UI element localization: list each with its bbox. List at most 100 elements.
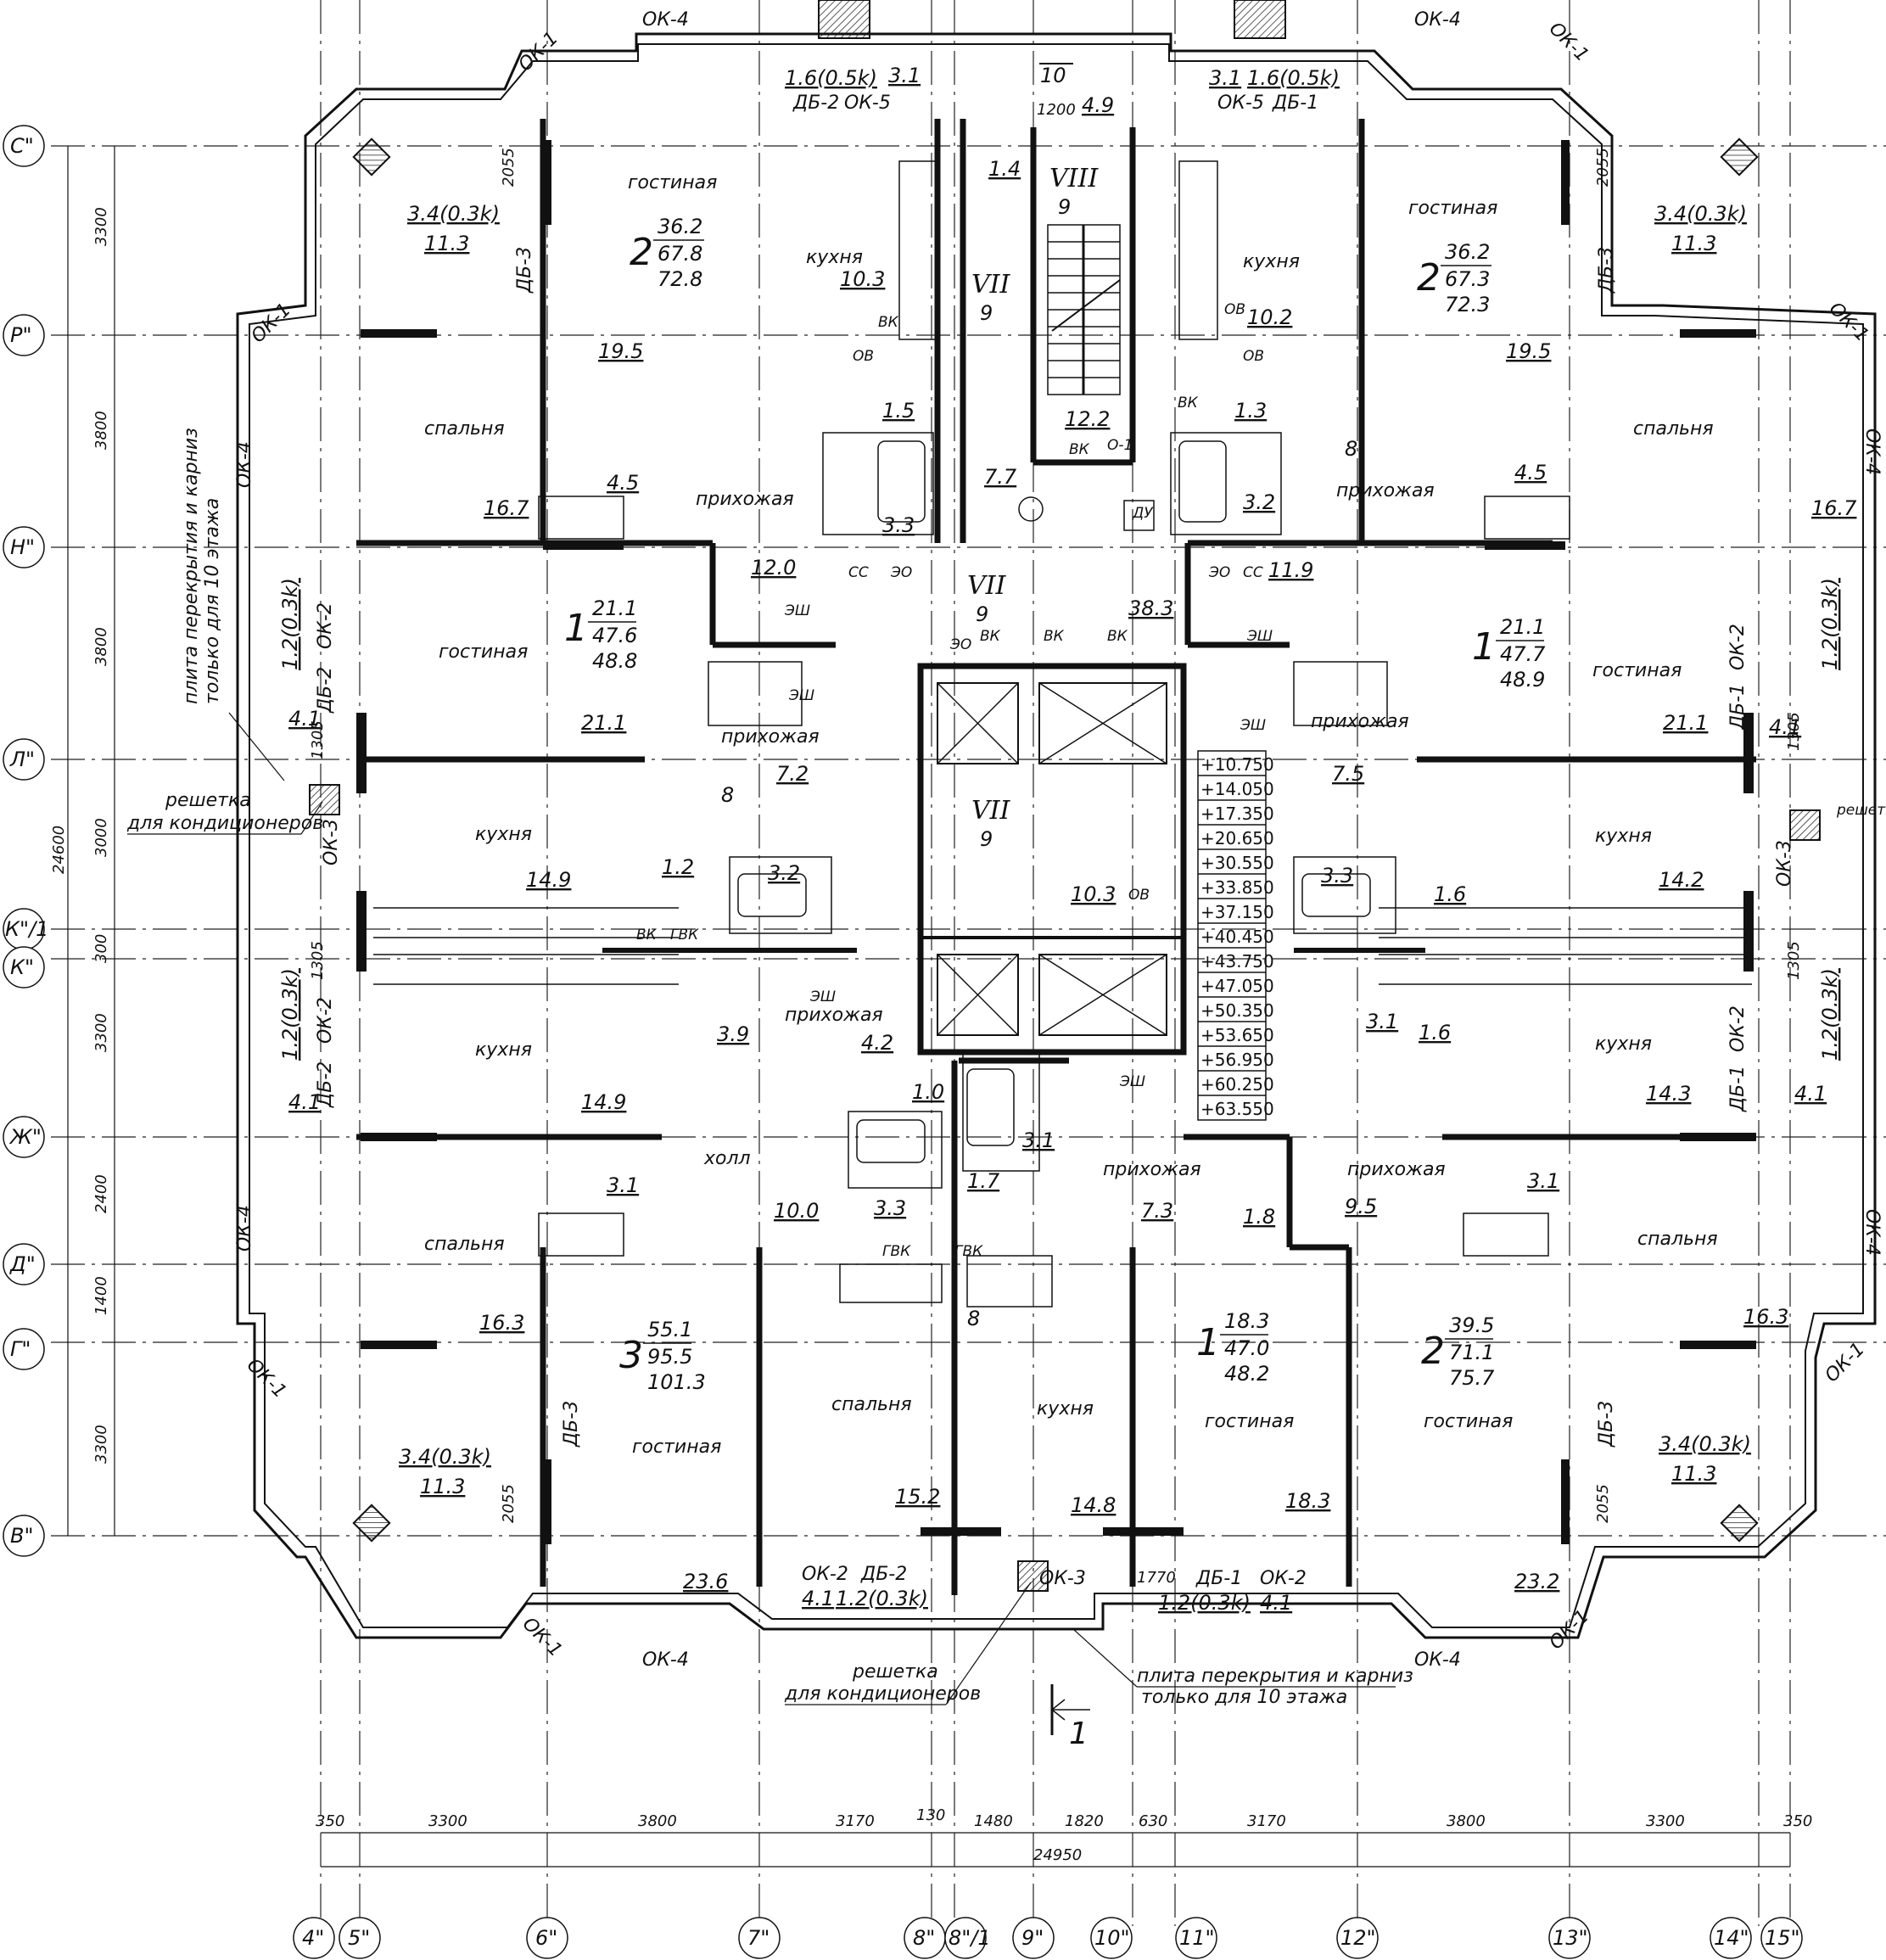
room-area: 12.0 bbox=[751, 556, 796, 580]
tech-label: ГВК bbox=[882, 1243, 911, 1260]
room-name: кухня bbox=[1037, 1398, 1094, 1420]
apartment-rooms: 2 bbox=[630, 231, 653, 274]
room-area: 3.1 bbox=[1209, 66, 1241, 90]
room-name: кухня bbox=[475, 824, 532, 845]
apartment-total: 47.0 bbox=[1224, 1336, 1269, 1360]
level-mark: +40.450 bbox=[1200, 927, 1274, 947]
apartment-total: 47.6 bbox=[592, 624, 637, 647]
room-area: 23.2 bbox=[1514, 1570, 1559, 1593]
room-name: кухня bbox=[1243, 251, 1300, 272]
note-text: плита перекрытия и карниз bbox=[1137, 1666, 1413, 1687]
room-area: 1.2(0.3k) bbox=[836, 1587, 928, 1610]
room-name: прихожая bbox=[1336, 480, 1435, 501]
room-area: 3.1 bbox=[607, 1173, 639, 1197]
dim-text: 1820 bbox=[1065, 1812, 1104, 1830]
dim-text: 1305 bbox=[309, 941, 327, 980]
room-area: 10.0 bbox=[774, 1199, 819, 1223]
room-area: 10.3 bbox=[840, 267, 885, 291]
window-mark: ОК-4 bbox=[1861, 428, 1883, 475]
note-text: только для 10 этажа bbox=[202, 498, 223, 704]
apartment-label: 1 18.3 47.0 48.2 bbox=[1196, 1309, 1269, 1386]
room-area: 15.2 bbox=[895, 1485, 940, 1509]
axis-label: 9" bbox=[1021, 1926, 1044, 1950]
window-mark: ОК-4 bbox=[642, 9, 689, 31]
dim-text: 350 bbox=[1783, 1812, 1812, 1830]
room-name: кухня bbox=[1595, 826, 1652, 847]
floor-mark: 8 bbox=[721, 783, 734, 807]
floor-mark: 8 bbox=[967, 1307, 980, 1330]
room-area: 4.1 bbox=[1260, 1591, 1292, 1615]
apartment-balcony: 48.8 bbox=[592, 649, 637, 673]
room-area: 11.9 bbox=[1268, 558, 1313, 582]
room-area: 7.7 bbox=[984, 465, 1017, 489]
axis-label: Н" bbox=[10, 535, 35, 559]
apartment-total: 71.1 bbox=[1449, 1341, 1494, 1364]
room-name: прихожая bbox=[721, 726, 820, 748]
room-area: 16.3 bbox=[1743, 1305, 1788, 1329]
room-area: 11.3 bbox=[1671, 1462, 1716, 1486]
tech-label: СС bbox=[848, 564, 869, 581]
window-mark: ДБ-3 bbox=[561, 1401, 582, 1448]
dim-text: 1200 bbox=[1037, 101, 1076, 119]
note-text: решетка bbox=[165, 790, 251, 811]
room-name: кухня bbox=[475, 1039, 532, 1061]
axis-label: 13" bbox=[1553, 1926, 1588, 1950]
elevator-core bbox=[917, 663, 1187, 1056]
apartment-living: 39.5 bbox=[1449, 1313, 1494, 1337]
tech-label: СС bbox=[1243, 564, 1263, 581]
level-mark: +47.050 bbox=[1200, 976, 1274, 996]
axis-label: 5" bbox=[348, 1926, 370, 1950]
axis-label: Д" bbox=[9, 1252, 36, 1276]
window-mark: ДБ-2 bbox=[860, 1564, 907, 1585]
dim-text: 2055 bbox=[500, 1484, 518, 1523]
col-axis-labels: 4" 5" 6" 7" 8" 8"/1 9" 10" 11" 12" 13" 1… bbox=[302, 1926, 1800, 1950]
axis-label: 4" bbox=[302, 1926, 324, 1950]
room-area: 14.3 bbox=[1646, 1082, 1691, 1106]
tech-label: ЭШ bbox=[788, 687, 814, 704]
apartment-label: 2 39.5 71.1 75.7 bbox=[1421, 1313, 1495, 1390]
tech-label: ОВ bbox=[1128, 887, 1150, 904]
apartment-total: 95.5 bbox=[647, 1345, 692, 1369]
window-mark: ОК-2 bbox=[802, 1564, 848, 1585]
dim-text: 3800 bbox=[92, 411, 110, 450]
section-cut-label: 1 bbox=[1069, 1716, 1089, 1751]
window-mark: ОК-5 bbox=[1217, 92, 1264, 114]
note-text: для кондиционеров bbox=[126, 813, 323, 834]
tech-label: ОВ bbox=[1243, 348, 1264, 365]
room-name: прихожая bbox=[1103, 1159, 1201, 1180]
apartment-rooms: 2 bbox=[1417, 256, 1441, 300]
room-area: 14.8 bbox=[1071, 1493, 1116, 1517]
room-area: 1.6 bbox=[1419, 1021, 1451, 1044]
room-area: 14.2 bbox=[1659, 868, 1704, 892]
dim-text: 3300 bbox=[92, 207, 110, 246]
room-area: 21.1 bbox=[581, 711, 626, 735]
room-area: 16.7 bbox=[484, 496, 529, 520]
tech-label: ОВ bbox=[1224, 301, 1245, 318]
tech-label: ВК bbox=[1069, 441, 1090, 458]
window-blocks bbox=[356, 140, 1756, 1544]
left-dimensions: 3300 3800 3800 3000 300 3300 2400 1400 3… bbox=[50, 207, 110, 1464]
floor-mark: 8 bbox=[1345, 437, 1357, 461]
note-text: решетка для bbox=[1836, 802, 1886, 819]
window-mark: ОК-4 bbox=[1414, 1649, 1461, 1671]
dim-text: 3000 bbox=[92, 818, 110, 857]
apartment-label: 1 21.1 47.6 48.8 bbox=[564, 596, 637, 673]
apartment-living: 21.1 bbox=[1500, 615, 1545, 639]
window-mark: ОК-4 bbox=[1861, 1209, 1883, 1256]
section-cut: 1 bbox=[1050, 1684, 1090, 1751]
apartment-living: 55.1 bbox=[647, 1318, 692, 1341]
window-mark: ОК-1 bbox=[518, 1614, 566, 1661]
note-text: решетка bbox=[852, 1661, 938, 1683]
dim-text: 3800 bbox=[92, 627, 110, 666]
axis-label: К" bbox=[10, 955, 34, 979]
axis-label: 12" bbox=[1340, 1926, 1376, 1950]
apartment-rooms: 1 bbox=[1196, 1321, 1220, 1364]
room-area: 3.4(0.3k) bbox=[1659, 1432, 1751, 1456]
apartment-balcony: 48.9 bbox=[1500, 668, 1545, 692]
room-area: 4.1 bbox=[802, 1587, 834, 1610]
tech-label: ЭШ bbox=[1240, 717, 1266, 734]
tech-labels: ВК ОВ ВК О-1 ДУ ОВ ОВ ВК СС ЭО ЭО СС ЭО … bbox=[636, 301, 1273, 1260]
section-number: VII bbox=[971, 796, 1011, 826]
tech-label: ВК bbox=[980, 628, 1001, 645]
dim-total: 24600 bbox=[50, 826, 68, 874]
